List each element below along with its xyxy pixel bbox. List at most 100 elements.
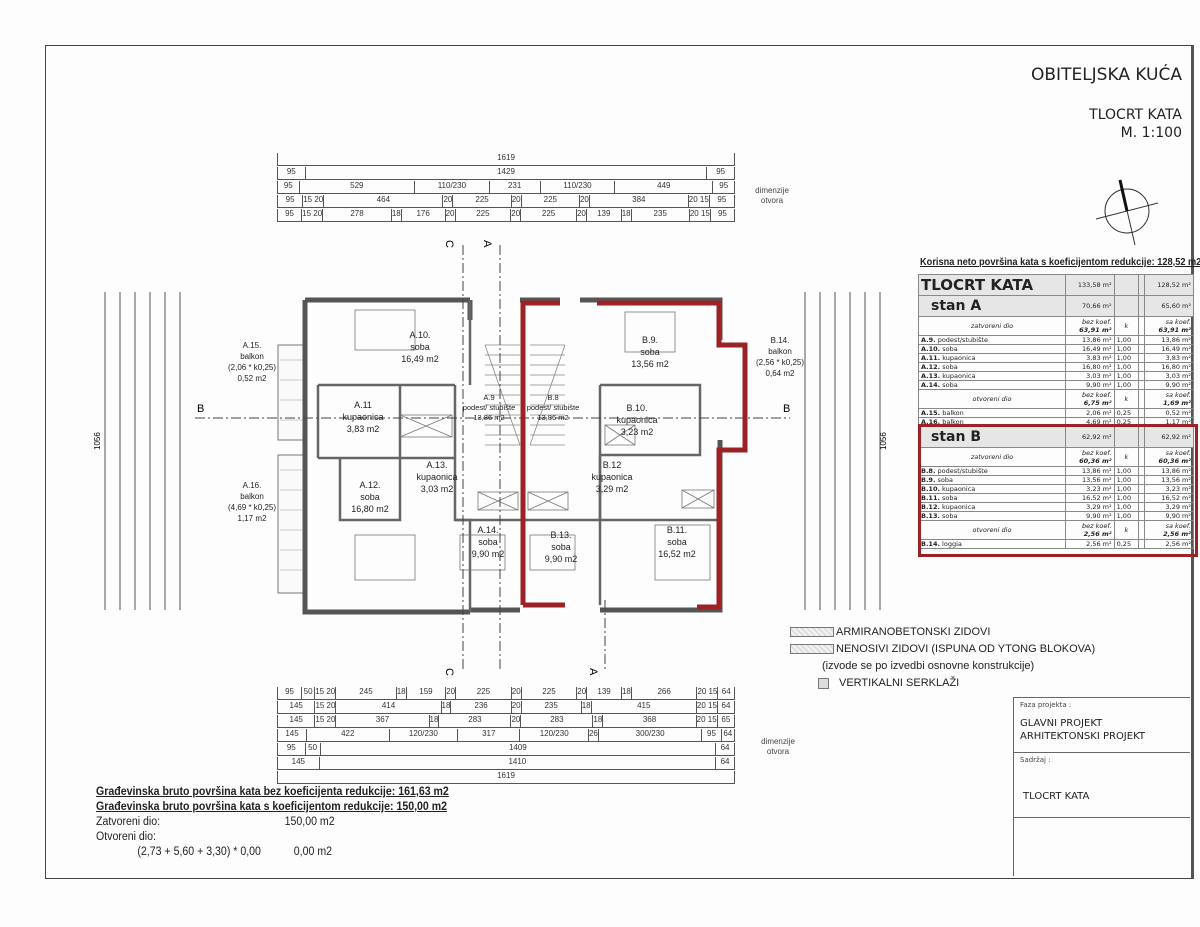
dimension-value: 300/230 bbox=[597, 729, 701, 741]
room-id: A.11 bbox=[354, 400, 372, 410]
dimension-value: 1619 bbox=[277, 153, 735, 165]
unit-b-highlight-box bbox=[918, 424, 1198, 557]
dimension-value: 15 20 bbox=[301, 209, 322, 221]
dimension-value: 20 bbox=[510, 701, 521, 713]
balcony-calc: (2,56 * k0,25) bbox=[756, 358, 804, 367]
balcony-a16 bbox=[277, 454, 307, 594]
balcony-label: A.15.balkon(2,06 * k0,25)0,52 m2 bbox=[228, 341, 276, 383]
dimension-value: 1409 bbox=[319, 743, 715, 755]
open-value: 0,00 m2 bbox=[293, 846, 333, 858]
dimension-value: 15 20 bbox=[314, 687, 335, 699]
table-cell: sa koef.63,91 m² bbox=[1144, 316, 1194, 336]
dimension-value: 64 bbox=[716, 701, 736, 713]
room-code: B.10. bbox=[921, 485, 940, 493]
table-cell: 3,83 m² bbox=[1144, 353, 1194, 363]
dimension-value: 283 bbox=[438, 715, 510, 727]
phase-2: ARHITEKTONSKI PROJEKT bbox=[1020, 731, 1145, 742]
room-code: A.10. bbox=[921, 345, 941, 353]
room-name: balkon bbox=[942, 418, 964, 426]
dimension-value: 95 bbox=[277, 687, 301, 699]
table-cell: k bbox=[1113, 316, 1140, 336]
room-area: 13,86 m2 bbox=[473, 413, 504, 422]
room-name: podest/ stubište bbox=[463, 403, 516, 412]
table-cell: 1,00 bbox=[1113, 344, 1140, 354]
room-name: kupaonica bbox=[591, 472, 632, 482]
legend: ARMIRANOBETONSKI ZIDOVI NENOSIVI ZIDOVI … bbox=[790, 624, 1095, 692]
legend-label: VERTIKALNI SERKLAŽI bbox=[839, 677, 960, 689]
dimension-value: 18 bbox=[620, 209, 631, 221]
room-name: kupaonica bbox=[942, 354, 976, 362]
coef-label: sa koef. bbox=[1165, 522, 1191, 530]
dimension-value: 64 bbox=[720, 729, 735, 741]
room-code: A.15. bbox=[921, 409, 941, 417]
dimension-value: 120/230 bbox=[388, 729, 458, 741]
dimension-value: 18 bbox=[580, 701, 591, 713]
balcony-name: balkon bbox=[240, 352, 264, 361]
room-name: kupaonica bbox=[342, 412, 383, 422]
coef-value: 6,75 m² bbox=[1083, 399, 1112, 407]
dimension-value: 225 bbox=[452, 195, 510, 207]
dimension-value: 95 bbox=[277, 743, 305, 755]
table-cell: 2,06 m² bbox=[1064, 408, 1115, 418]
dimension-value: 20 15 bbox=[695, 701, 717, 713]
room-name: soba bbox=[478, 537, 498, 547]
dimension-value: 120/230 bbox=[519, 729, 588, 741]
balcony-calc: (2,06 * k0,25) bbox=[228, 363, 276, 372]
room-area: 9,90 m2 bbox=[472, 549, 505, 559]
room-id: B.12 bbox=[603, 460, 622, 470]
legend-item-columns: VERTIKALNI SERKLAŽI bbox=[790, 675, 1095, 692]
room-area: 13,56 m2 bbox=[631, 359, 669, 369]
table-cell: 1,00 bbox=[1113, 380, 1140, 390]
dimension-value: 283 bbox=[520, 715, 592, 727]
balcony-area: 1,17 m2 bbox=[238, 514, 267, 523]
coef-value: 2,56 m² bbox=[1163, 530, 1191, 538]
room-name: soba bbox=[942, 345, 958, 353]
legend-item-concrete: ARMIRANOBETONSKI ZIDOVI bbox=[790, 624, 1095, 641]
room-area: 3,29 m2 bbox=[596, 484, 629, 494]
dimension-value: 464 bbox=[323, 195, 442, 207]
room-id: A.13. bbox=[426, 460, 447, 470]
open-label: Otvoreni dio: bbox=[96, 831, 156, 843]
dimension-value: 231 bbox=[488, 181, 540, 193]
dimension-value: 15 20 bbox=[314, 715, 335, 727]
dimension-value: 95 bbox=[277, 195, 302, 207]
table-cell: stan B bbox=[918, 426, 1066, 448]
section-c-top: C bbox=[443, 240, 455, 248]
coef-value: 60,36 m² bbox=[1158, 457, 1191, 465]
table-cell-empty bbox=[1113, 426, 1140, 448]
table-cell: A.13. kupaonica bbox=[918, 371, 1066, 381]
dimension-value: 145 bbox=[277, 715, 314, 727]
dimension-value: 176 bbox=[400, 209, 445, 221]
dimension-value: 95 bbox=[277, 167, 305, 179]
legend-item-nonbearing: NENOSIVI ZIDOVI (ISPUNA OD YTONG BLOKOVA… bbox=[790, 641, 1095, 658]
dimension-value: 225 bbox=[520, 687, 577, 699]
balcony-label: B.14.balkon(2,56 * k0,25)0,64 m2 bbox=[756, 336, 804, 378]
dimension-value: 415 bbox=[590, 701, 696, 713]
table-cell: 70,66 m² bbox=[1064, 295, 1115, 317]
dimension-value: 95 bbox=[708, 195, 735, 207]
table-cell: A.14. soba bbox=[918, 380, 1066, 390]
dimension-value: 18 bbox=[390, 209, 401, 221]
room-area: 3,03 m2 bbox=[421, 484, 454, 494]
table-cell: 62,92 m² bbox=[1144, 426, 1194, 448]
dimension-value: 414 bbox=[335, 701, 440, 713]
section-b-left: B bbox=[197, 403, 204, 415]
table-cell: 9,90 m² bbox=[1064, 380, 1115, 390]
room-id: A.10. bbox=[409, 330, 430, 340]
table-cell: TLOCRT KATA bbox=[918, 274, 1066, 296]
table-cell: k bbox=[1113, 389, 1140, 409]
dimension-value: 20 bbox=[510, 209, 520, 221]
table-cell: sa koef.1,69 m² bbox=[1144, 389, 1194, 409]
room-label: B.12 kupaonica 3,29 m2 bbox=[591, 460, 632, 494]
dimension-value: 18 bbox=[395, 687, 406, 699]
